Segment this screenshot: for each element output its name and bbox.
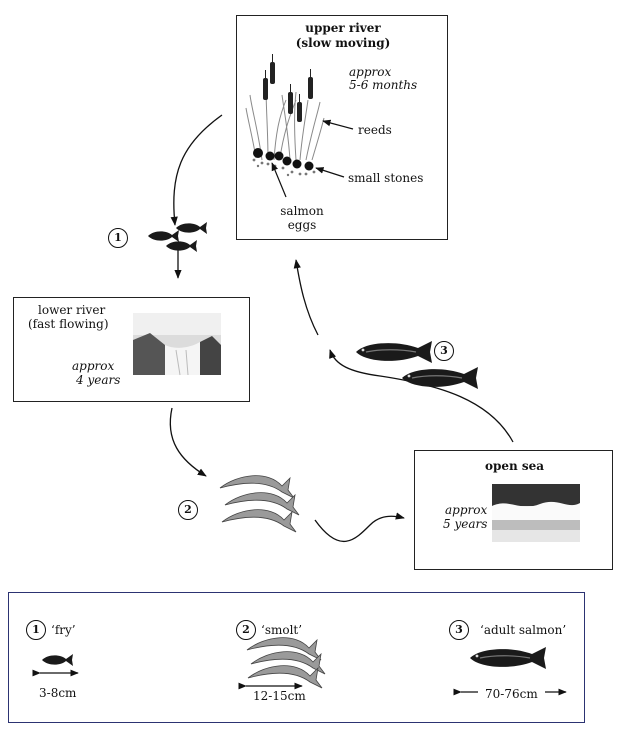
eggs-pointer [271,162,287,198]
salmon-eggs-label-1: salmon [280,204,324,218]
legend-smolt-size: 12-15cm [253,689,306,703]
upper-river-duration: 5-6 months [349,78,418,92]
small-stones-illustration [253,148,314,171]
open-sea-duration: 5 years [443,517,488,531]
legend-fry-name: ‘fry’ [51,623,76,637]
marker-adult: 3 [434,341,454,361]
reeds-label: reeds [358,123,392,137]
lower-river-subtitle: (fast flowing) [28,317,109,331]
arrow-smolt-to-sea [314,512,405,542]
lower-river-duration-approx: approx [72,359,115,373]
open-sea-box: open sea approx 5 years [414,450,613,570]
open-sea-duration-approx: approx [445,503,488,517]
arrow-upper-to-fry [170,114,223,226]
adult-salmon-1 [355,340,433,364]
lower-river-duration: 4 years [76,373,121,387]
arrow-lower-to-smolt [169,407,207,477]
fry-fish-1 [148,230,179,242]
arrow-sea-to-adult [329,349,514,443]
open-sea-title: open sea [484,459,545,473]
legend-adult-size: 70-76cm [485,687,538,701]
legend-box: 1 ‘fry’ 3-8cm 2 ‘smolt’ 12-15cm 3 ‘adult… [8,592,585,723]
stones-pointer [315,167,345,178]
upper-river-subtitle: (slow moving) [295,36,391,50]
legend-fry-size: 3-8cm [39,686,77,700]
upper-river-duration-approx: approx [349,65,392,79]
legend-adult-name: ‘adult salmon’ [480,623,567,637]
waterfall-picture [133,313,221,376]
smolt-fish-3 [221,509,297,533]
upper-river-title: upper river [305,21,381,35]
salmon-eggs-label-2: eggs [287,218,317,232]
arrow-adult-to-upper [293,259,319,336]
reeds-illustration [245,54,325,161]
adult-salmon-2 [401,366,479,390]
lower-river-box: lower river (fast flowing) approx 4 year… [13,297,250,402]
legend-smolt-name: ‘smolt’ [261,623,303,637]
reeds-pointer [322,119,354,130]
fry-fish-3 [166,240,197,252]
marker-fry: 1 [108,228,128,248]
marker-smolt: 2 [178,500,198,520]
legend-fry-number: 1 [26,620,46,640]
legend-adult-number: 3 [449,620,469,640]
open-sea-picture [492,484,580,542]
small-stones-label: small stones [348,171,424,185]
upper-river-box: upper river (slow moving) approx 5-6 mon… [236,15,448,240]
lower-river-title: lower river [38,303,106,317]
fry-fish-2 [176,222,207,234]
legend-smolt-number: 2 [236,620,256,640]
